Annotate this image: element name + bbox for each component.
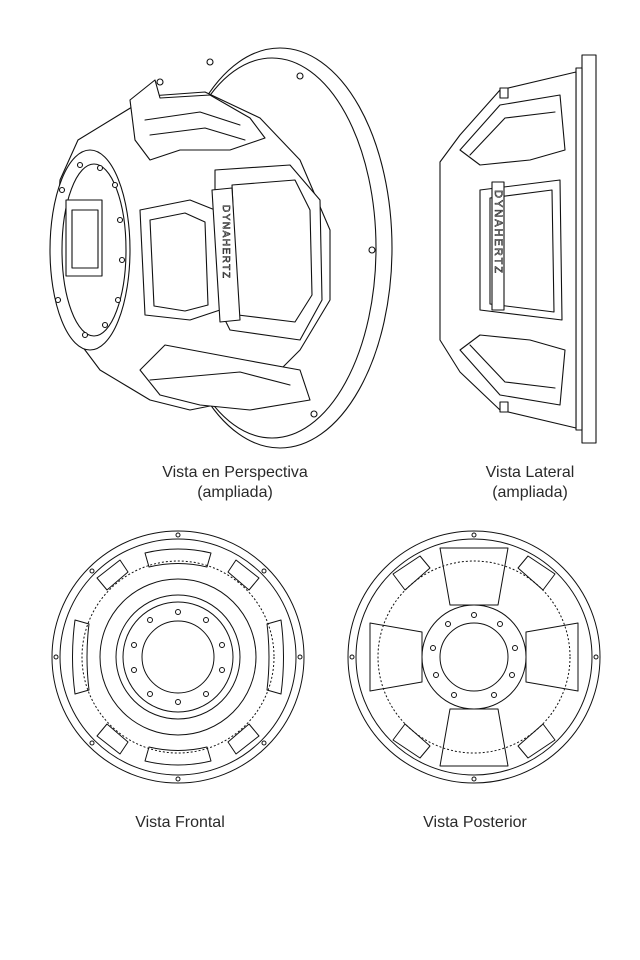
caption-frontal: Vista Frontal (100, 813, 260, 833)
perspective-brand-text: DYNAHERTZ (220, 205, 231, 279)
posterior-outer-rim (348, 531, 600, 783)
perspective-flange-outer (168, 48, 392, 448)
caption-frontal-line1: Vista Frontal (135, 814, 225, 831)
caption-lateral: Vista Lateral (ampliada) (440, 463, 620, 503)
caption-lateral-line2: (ampliada) (492, 484, 568, 501)
posterior-center-bore (440, 623, 508, 691)
caption-perspective-line2: (ampliada) (197, 484, 273, 501)
perspective-basket (55, 92, 330, 410)
lateral-basket (440, 72, 576, 428)
perspective-flange-inner (168, 58, 376, 438)
frontal-center-bore (142, 621, 214, 693)
lateral-flange (582, 55, 596, 443)
caption-posterior: Vista Posterior (395, 813, 555, 833)
caption-lateral-line1: Vista Lateral (485, 464, 575, 481)
caption-perspective: Vista en Perspectiva (ampliada) (130, 463, 340, 503)
lateral-brand-text: DYNAHERTZ (492, 190, 504, 275)
caption-perspective-line1: Vista en Perspectiva (162, 464, 308, 481)
perspective-motor-plate (50, 150, 130, 350)
caption-posterior-line1: Vista Posterior (423, 814, 527, 831)
frontal-outer-rim (52, 531, 304, 783)
